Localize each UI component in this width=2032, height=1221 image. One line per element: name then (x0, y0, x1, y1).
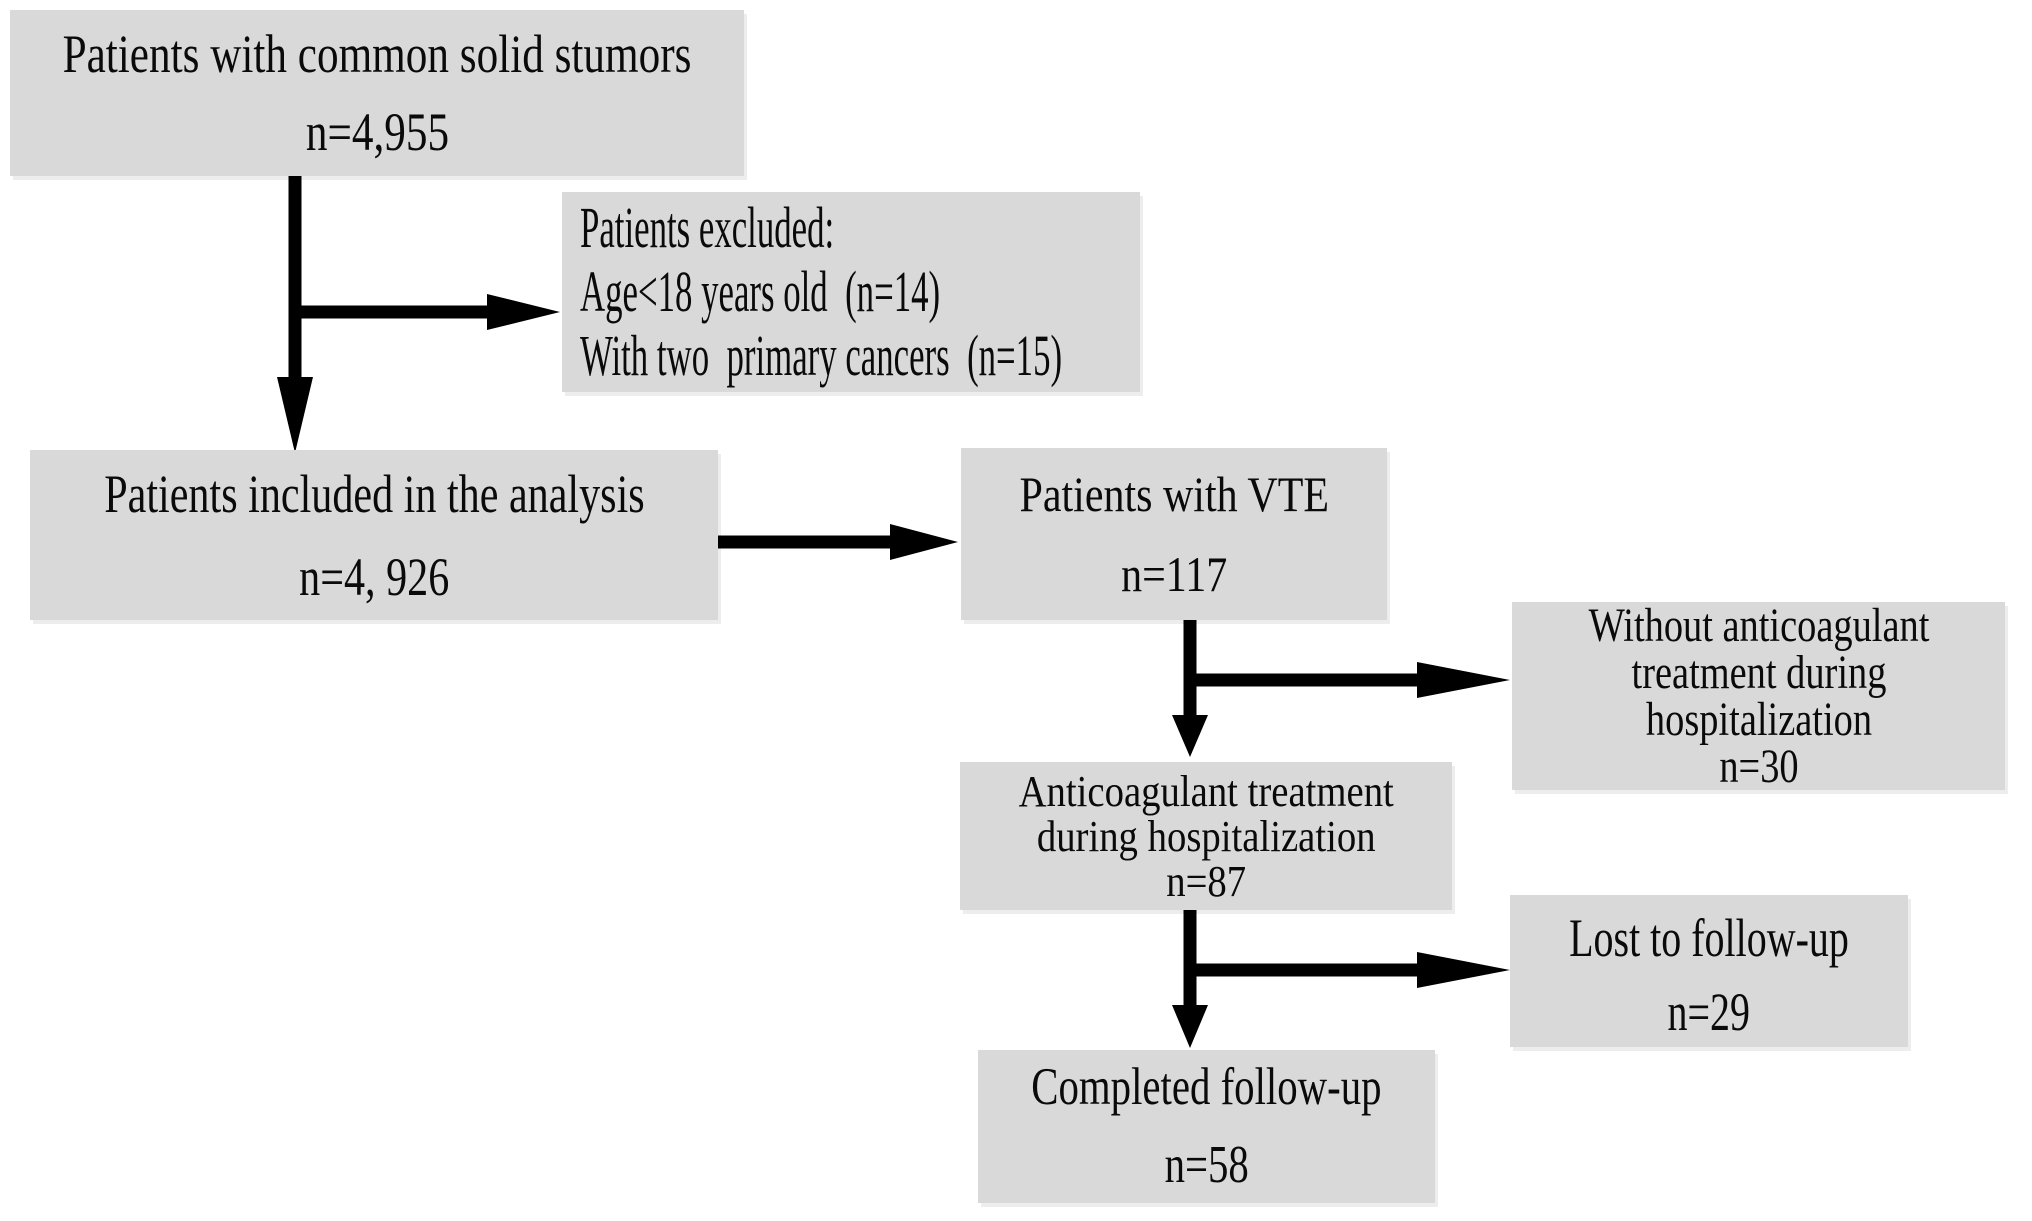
node-included-title: Patients included in the analysis (103, 463, 645, 524)
node-without-anticoagulant-text: Without anticoagulant treatment during h… (1588, 599, 1929, 793)
arrow-branch-to-without-anticoagulant (1190, 662, 1510, 698)
node-anticoagulant-treatment-text: Anticoagulant treatment during hospitali… (1018, 766, 1394, 906)
node-completed-followup: Completed follow-up n=58 (978, 1050, 1435, 1203)
node-solid-tumors-count: n=4,955 (305, 102, 449, 162)
node-lost-followup-count: n=29 (1667, 982, 1751, 1042)
node-included-count: n=4, 926 (298, 546, 450, 607)
node-lost-to-followup: Lost to follow-up n=29 (1510, 895, 1908, 1047)
node-patients-with-vte: Patients with VTE n=117 (961, 448, 1387, 620)
node-included-in-analysis: Patients included in the analysis n=4, 9… (30, 450, 718, 620)
arrow-tumors-to-included (277, 176, 313, 453)
node-vte-count: n=117 (1120, 546, 1228, 602)
node-completed-followup-title: Completed follow-up (1031, 1058, 1382, 1116)
node-anticoagulant-treatment: Anticoagulant treatment during hospitali… (960, 762, 1452, 910)
node-lost-followup-title: Lost to follow-up (1569, 908, 1849, 968)
arrow-included-to-vte (718, 524, 958, 560)
node-vte-title: Patients with VTE (1019, 466, 1329, 522)
node-solid-tumors-title: Patients with common solid stumors (62, 24, 692, 84)
node-completed-followup-count: n=58 (1164, 1136, 1249, 1194)
node-without-anticoagulant: Without anticoagulant treatment during h… (1512, 599, 2005, 793)
arrow-branch-to-excluded (295, 294, 560, 330)
node-patients-excluded-text: Patients excluded: Age<18 years old (n=1… (580, 195, 1063, 388)
arrow-branch-to-lost-followup (1190, 952, 1510, 988)
node-solid-tumors: Patients with common solid stumors n=4,9… (10, 10, 744, 176)
arrow-vte-to-anticoagulant (1172, 619, 1208, 757)
node-patients-excluded: Patients excluded: Age<18 years old (n=1… (562, 192, 1140, 392)
arrow-anticoagulant-to-completed (1172, 909, 1208, 1048)
